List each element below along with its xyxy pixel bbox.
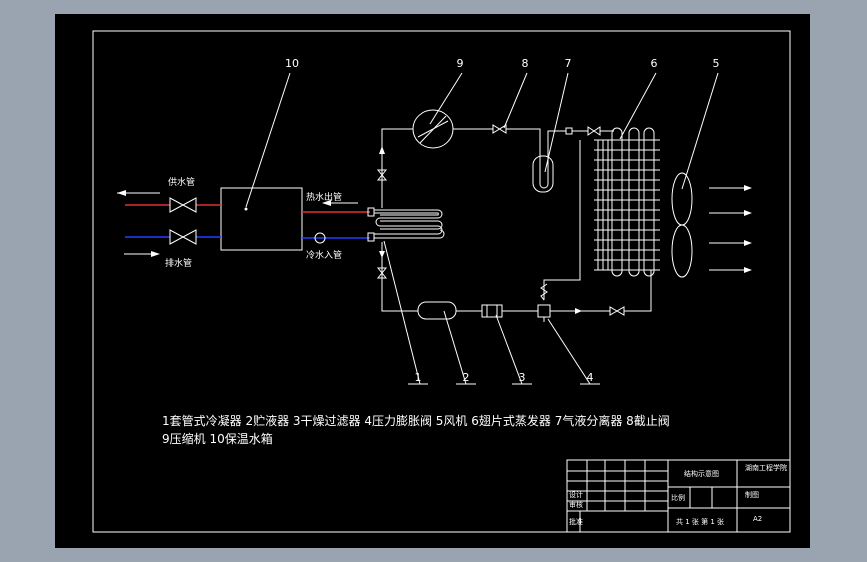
- drain-pipe: [124, 229, 221, 257]
- stop-valve-icon: [587, 126, 601, 136]
- finned-evaporator: [594, 127, 660, 277]
- gas-liquid-separator: [532, 155, 554, 193]
- refrigerant-loop: [381, 128, 652, 312]
- arrow-right-icon: [744, 210, 752, 216]
- insulated-water-tank: [220, 187, 303, 251]
- callout-2: 2: [463, 371, 470, 384]
- callout-10: 10: [285, 57, 299, 70]
- stop-valve-icon: [376, 267, 388, 279]
- title-cell-review: 审核: [569, 500, 583, 509]
- arrow-right-icon: [744, 240, 752, 246]
- arrow-left-icon: [322, 200, 331, 206]
- drain-valve-icon: [169, 229, 197, 245]
- arrow-right-icon: [151, 251, 160, 257]
- title-school: 湖南工程学院: [745, 463, 787, 472]
- callout-4: 4: [587, 371, 594, 384]
- water-pump-icon: [314, 232, 326, 244]
- title-cell-scale: 比例: [671, 493, 685, 502]
- drain-pipe-label: 排水管: [165, 257, 192, 269]
- tank-condenser-pipes: [302, 200, 370, 244]
- fan: [671, 172, 693, 278]
- stop-valve-icon: [376, 169, 388, 181]
- supply-pipe: [117, 190, 221, 213]
- sheet-border: [92, 30, 791, 533]
- sensor-icon: [565, 127, 573, 135]
- title-cell-drafter: 制图: [745, 490, 759, 499]
- title-sheet: A2: [753, 515, 762, 523]
- title-drawing-name: 结构示意图: [684, 469, 719, 478]
- arrow-right-icon: [744, 267, 752, 273]
- callout-5: 5: [713, 57, 720, 70]
- double-pipe-condenser: [367, 207, 445, 242]
- title-block: [566, 459, 791, 533]
- callout-7: 7: [565, 57, 572, 70]
- airflow-arrows: [709, 185, 752, 273]
- arrow-right-icon: [744, 185, 752, 191]
- hot-water-out-label: 热水出管: [306, 191, 342, 203]
- compressor: [412, 109, 454, 149]
- cold-water-in-label: 冷水入管: [306, 249, 342, 261]
- callout-8: 8: [522, 57, 529, 70]
- expansion-valve: [537, 283, 551, 322]
- supply-pipe-label: 供水管: [168, 176, 195, 188]
- dryer-filter: [481, 304, 503, 318]
- arrow-left-icon: [117, 190, 126, 196]
- legend-line-1: 1套管式冷凝器 2贮液器 3干燥过滤器 4压力膨胀阀 5风机 6翅片式蒸发器 7…: [162, 414, 670, 428]
- supply-valve-icon: [169, 197, 197, 213]
- arrow-up-icon: [379, 146, 385, 154]
- callout-3: 3: [519, 371, 526, 384]
- leader-lines: [245, 72, 719, 385]
- drawing-canvas: [55, 14, 810, 548]
- legend-line-2: 9压缩机 10保温水箱: [162, 432, 273, 446]
- callout-1: 1: [415, 371, 422, 384]
- callout-9: 9: [457, 57, 464, 70]
- stop-valve-8-icon: [492, 124, 507, 134]
- title-cell-approve: 批准: [569, 517, 583, 526]
- title-cell-design: 设计: [569, 490, 583, 499]
- arrow-right-icon: [575, 308, 582, 314]
- title-cell-sheets: 共 1 张 第 1 张: [676, 517, 724, 526]
- arrow-down-icon: [379, 251, 385, 258]
- callout-6: 6: [651, 57, 658, 70]
- stop-valve-icon: [609, 306, 625, 316]
- liquid-receiver: [417, 301, 457, 320]
